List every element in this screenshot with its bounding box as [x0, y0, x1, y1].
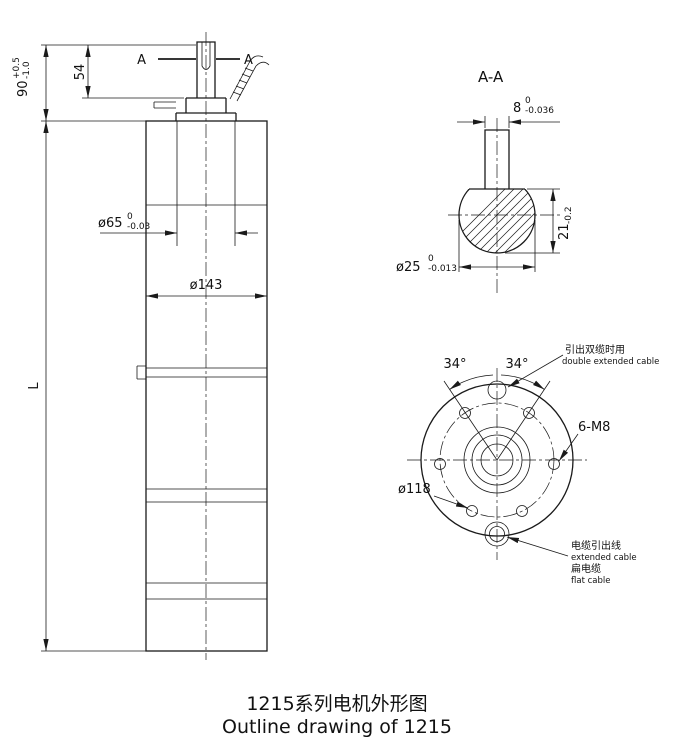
motor-shaft	[196, 41, 216, 98]
dim-90-tol-upper: +0.5	[12, 57, 22, 79]
drawing-title-cn: 1215系列电机外形图	[246, 693, 427, 715]
section-a-a-view: A-A 8 0 -0.036	[396, 68, 574, 295]
body-side-tab	[136, 365, 146, 380]
dim-25-tol-lower: -0.013	[428, 264, 457, 274]
dim-65: ø65 0 -0.03	[98, 212, 258, 236]
flange-outer-circle	[420, 383, 574, 537]
dim-21: 21 -0.2	[505, 188, 574, 254]
dim-54: 54	[41, 44, 196, 99]
flat-cable-note-cn: 扁电缆	[571, 562, 601, 575]
top-cable	[229, 55, 270, 102]
double-cable-note-en: double extended cable	[562, 357, 659, 367]
angle-left-label: 34°	[443, 357, 466, 372]
pilot-boss-circle	[463, 426, 531, 494]
bolt-callout-label: 6-M8	[578, 420, 610, 435]
bolt-callout: 6-M8	[558, 420, 610, 462]
drawing-title-en: Outline drawing of 1215	[222, 716, 452, 738]
bolt-circle-label: ø118	[398, 482, 431, 497]
motor-body	[136, 120, 268, 652]
side-view: A A 54 90 +0.5 -1.0 L	[12, 32, 270, 660]
double-cable-notch	[487, 380, 507, 400]
angle-dimension: 34° 34°	[443, 357, 551, 461]
shaft-keyway	[201, 42, 211, 70]
dim-90-label: 90	[16, 80, 31, 97]
double-cable-note-cn: 引出双缆时用	[565, 343, 625, 356]
dim-143: ø143	[146, 278, 267, 299]
shaft-cross-section	[458, 129, 536, 254]
section-mark-a-left: A	[137, 53, 146, 68]
dim-25: ø25 0 -0.013	[396, 220, 536, 275]
dim-65-tol-lower: -0.03	[127, 222, 150, 232]
flat-cable-note-en: flat cable	[571, 576, 610, 586]
dim-25-tol-upper: 0	[428, 254, 434, 264]
bearing-circle	[471, 434, 523, 486]
dim-L: L	[27, 121, 146, 652]
cable-exit-note: 电缆引出线 extended cable 扁电缆 flat cable	[506, 536, 637, 586]
double-cable-note: 引出双缆时用 double extended cable	[507, 343, 659, 388]
section-view-title: A-A	[478, 68, 504, 86]
shaft-tang	[484, 129, 510, 189]
cable-exit-note-cn: 电缆引出线	[571, 539, 621, 552]
dim-25-label: ø25	[396, 260, 421, 275]
dim-L-label: L	[27, 382, 42, 390]
motor-top-cap	[153, 97, 237, 121]
dim-90-tol-lower: -1.0	[22, 61, 32, 79]
dim-8: 8 0 -0.036	[457, 96, 560, 128]
dim-54-label: 54	[73, 64, 88, 81]
section-cut-marks: A A	[137, 53, 253, 68]
angle-right-label: 34°	[505, 357, 528, 372]
dim-8-tol-lower: -0.036	[525, 106, 554, 116]
drawing-title: 1215系列电机外形图 Outline drawing of 1215	[222, 693, 452, 738]
dim-65-label: ø65	[98, 216, 123, 231]
bolt-circle-callout: ø118	[398, 482, 469, 509]
dim-8-tol-upper: 0	[525, 96, 531, 106]
cap-side-detail	[153, 101, 176, 109]
dim-8-label: 8	[513, 101, 521, 116]
bolt-circle	[439, 402, 555, 518]
bolt-holes	[434, 407, 560, 517]
flange-end-view: 34° 34° 6-M8 ø118 引出双缆时用 double extended…	[398, 343, 659, 586]
section-hatching	[459, 189, 535, 253]
cable-exit-hole	[484, 521, 510, 547]
shaft-hole-circle	[480, 443, 514, 477]
dim-21-tol: -0.2	[564, 206, 574, 224]
pilot-extension-lines	[176, 121, 236, 246]
dim-143-label: ø143	[190, 278, 223, 293]
dim-21-label: 21	[557, 223, 572, 240]
cable-exit-note-en: extended cable	[571, 553, 637, 563]
dim-65-tol-upper: 0	[127, 212, 133, 222]
section-mark-a-right: A	[244, 53, 253, 68]
dim-90: 90 +0.5 -1.0	[12, 45, 146, 122]
